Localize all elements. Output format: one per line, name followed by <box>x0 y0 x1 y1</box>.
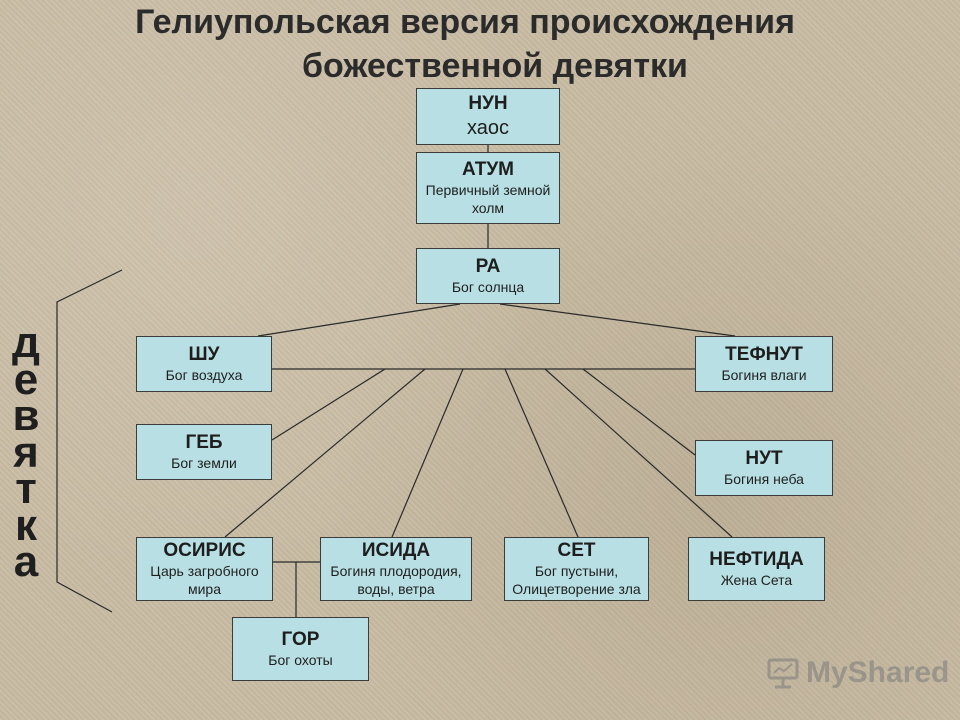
node-atum: АТУМ Первичный земной холм <box>416 152 560 224</box>
node-desc: Бог пустыни, <box>534 563 619 579</box>
node-desc: Жена Сета <box>720 572 793 588</box>
link-bar-isida <box>391 368 464 538</box>
node-desc: воды, ветра <box>357 581 435 597</box>
link-bar-geb <box>271 368 386 441</box>
watermark: MyShared <box>766 655 949 691</box>
node-desc: хаос <box>466 116 510 139</box>
node-gor: ГОР Бог охоты <box>232 617 369 681</box>
node-name: НУН <box>468 92 508 114</box>
node-isida: ИСИДА Богиня плодородия, воды, ветра <box>320 537 472 601</box>
node-desc: Бог воздуха <box>165 367 243 383</box>
diagram-title: Гелиупольская версия происхождения божес… <box>0 0 960 88</box>
link-ra-tefnut <box>499 303 736 337</box>
node-desc: Бог солнца <box>451 279 525 295</box>
node-nun: НУН хаос <box>416 88 560 145</box>
vertical-label-letter: к <box>14 500 38 550</box>
node-name: АТУМ <box>461 159 515 180</box>
title-line-1: Гелиупольская версия происхождения <box>135 3 795 41</box>
node-nut: НУТ Богиня неба <box>695 440 833 496</box>
node-name: ГОР <box>281 629 320 650</box>
node-name: НЕФТИДА <box>709 549 804 570</box>
node-desc: Богиня неба <box>724 471 804 487</box>
node-geb: ГЕБ Бог земли <box>136 424 272 480</box>
node-name: ИСИДА <box>361 540 431 561</box>
node-desc: Первичный земной <box>425 182 551 198</box>
link-ra-shu <box>257 303 461 337</box>
node-name: ГЕБ <box>185 432 223 453</box>
link-bar-osiris <box>224 368 426 538</box>
bracket-line <box>56 269 123 613</box>
link-bar-set <box>504 368 579 538</box>
node-desc: мира <box>187 581 222 597</box>
node-ra: РА Бог солнца <box>416 248 560 304</box>
link-bar-nut <box>582 368 696 456</box>
vertical-label-letter: д <box>12 318 40 367</box>
node-desc: Царь загробного <box>150 563 259 579</box>
vertical-label-letter: е <box>13 354 39 404</box>
node-name: ОСИРИС <box>163 540 246 561</box>
node-name: НУТ <box>745 448 783 469</box>
node-name: РА <box>475 256 501 277</box>
node-name: ТЕФНУТ <box>725 344 803 365</box>
vertical-label-letter: т <box>15 464 37 513</box>
node-desc: Бог земли <box>171 455 237 471</box>
vertical-label-letter: а <box>13 537 39 586</box>
vertical-label-letter: я <box>13 427 39 477</box>
node-desc: Богиня влаги <box>721 367 807 383</box>
node-desc: Богиня плодородия, <box>330 563 462 579</box>
node-name: ШУ <box>188 344 220 365</box>
vertical-label-letter: в <box>12 391 40 440</box>
node-desc: Бог охоты <box>268 652 333 668</box>
link-bar-neftida <box>544 368 733 538</box>
node-name: СЕТ <box>557 540 596 561</box>
node-neftida: НЕФТИДА Жена Сета <box>688 537 825 601</box>
node-tefnut: ТЕФНУТ Богиня влаги <box>695 336 833 392</box>
node-set: СЕТ Бог пустыни, Олицетворение зла <box>504 537 649 601</box>
node-desc: Олицетворение зла <box>512 581 641 597</box>
node-desc: холм <box>471 200 505 216</box>
node-shu: ШУ Бог воздуха <box>136 336 272 392</box>
watermark-text: MyShared <box>806 656 950 689</box>
presentation-board-icon <box>767 658 799 689</box>
node-osiris: ОСИРИС Царь загробного мира <box>136 537 273 601</box>
title-line-2: божественной девятки <box>302 47 688 85</box>
